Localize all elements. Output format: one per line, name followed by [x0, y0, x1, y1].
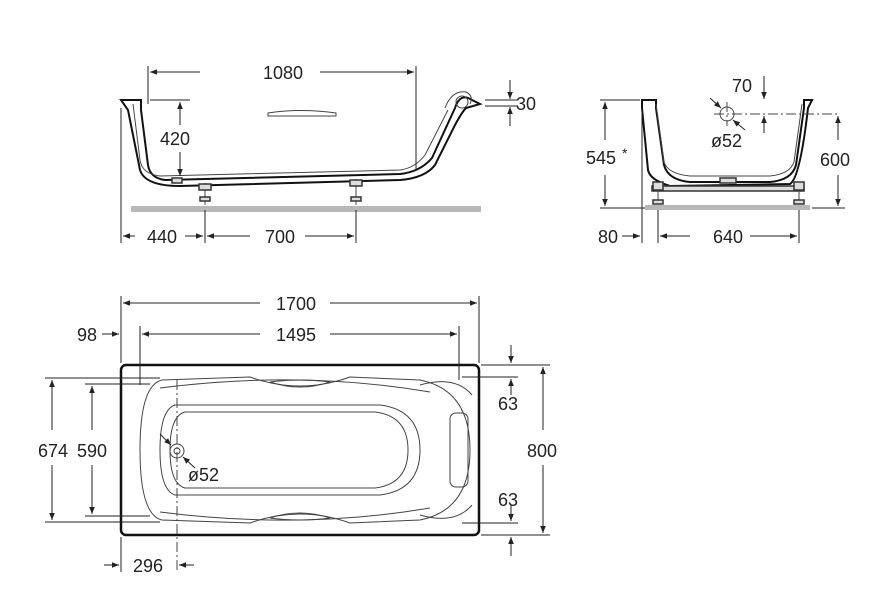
plan-drain-leader-2 — [182, 456, 196, 469]
dim-590: 590 — [77, 441, 107, 461]
dim-1495: 1495 — [276, 325, 316, 345]
end-tub-inner — [655, 103, 803, 177]
dim-640: 640 — [713, 227, 743, 247]
dim-440: 440 — [147, 227, 177, 247]
dim-420: 420 — [160, 129, 190, 149]
plan-handle-bot — [269, 512, 331, 521]
end-frame-foot-left — [652, 181, 664, 191]
plan-dim-o52: ø52 — [188, 465, 219, 485]
side-leg-left — [198, 183, 212, 205]
dim-674: 674 — [38, 441, 68, 461]
plan-headrest-arc-top — [419, 381, 473, 396]
dim-1080: 1080 — [263, 63, 303, 83]
plan-outer-rect — [119, 363, 481, 537]
end-drain-leader-1 — [709, 97, 722, 109]
side-leg-right — [349, 179, 363, 205]
side-tub-inner — [132, 103, 449, 177]
side-tub-outline — [119, 96, 483, 188]
dim-30: 30 — [516, 94, 536, 114]
side-handle — [267, 110, 337, 117]
dim-296: 296 — [133, 556, 163, 576]
end-frame-bar — [651, 185, 805, 192]
dim-98: 98 — [77, 325, 97, 345]
plan-handle-top — [269, 379, 331, 388]
dim-700: 700 — [265, 227, 295, 247]
end-drain-block — [719, 177, 737, 184]
end-floor-line — [645, 205, 810, 210]
plan-headrest — [449, 412, 469, 488]
end-view: ø52 70 545 * 600 80 640 — [586, 76, 850, 247]
end-drain-leader-2 — [732, 119, 746, 131]
plan-view: ø52 1700 1495 98 674 590 63 — [38, 294, 557, 576]
end-leg-pad-right — [793, 199, 805, 205]
end-dim-o52: ø52 — [711, 131, 742, 151]
dim-545: 545 — [586, 148, 616, 168]
dim-1700: 1700 — [276, 294, 316, 314]
dim-80: 80 — [598, 227, 618, 247]
side-view: 1080 30 420 440 700 — [119, 63, 536, 247]
end-leg-pad-left — [652, 199, 664, 205]
plan-headrest-arc-bot — [419, 504, 473, 519]
dim-63-top: 63 — [498, 394, 518, 414]
end-frame-foot-right — [793, 181, 805, 191]
side-floor-line — [131, 206, 481, 212]
dim-600: 600 — [820, 150, 850, 170]
side-foot-left — [171, 177, 183, 184]
side-headrest-knob — [455, 95, 469, 109]
dim-63-bot: 63 — [498, 490, 518, 510]
side-headrest — [444, 91, 472, 109]
dim-70: 70 — [732, 76, 752, 96]
plan-bath-floor — [169, 411, 409, 489]
dim-545-star: * — [622, 145, 628, 161]
dim-800: 800 — [527, 441, 557, 461]
plan-drain-leader-1 — [159, 433, 172, 446]
plan-rim-inner — [139, 376, 471, 524]
